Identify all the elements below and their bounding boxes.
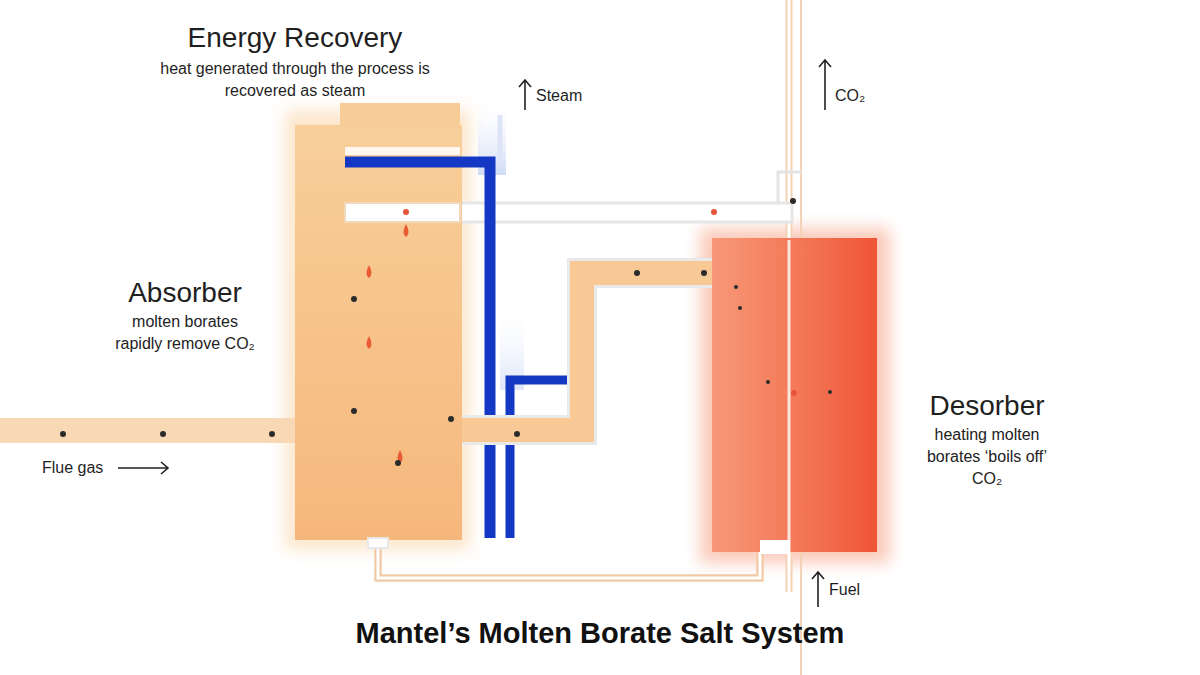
steam-pipe — [460, 162, 490, 538]
steam-coil-highlight — [345, 147, 460, 155]
pipe-shadow — [378, 540, 760, 578]
steam-coil — [345, 157, 462, 168]
vessel-caption: Absorbermolten borates rapidly remove CO… — [100, 277, 270, 355]
steam-pipe-vent — [498, 115, 503, 160]
pipe-body — [378, 540, 760, 578]
absorber-outlet — [368, 538, 388, 548]
section-note: heat generated through the process is re… — [135, 58, 455, 102]
pipe-shadow — [462, 273, 712, 430]
flow-label: CO₂ — [835, 86, 895, 106]
salt-pipe — [462, 273, 712, 430]
flue-gas-duct — [0, 418, 300, 443]
desorber-vessel: Desorberheating molten borates ‘boils of… — [712, 238, 877, 552]
desorber-notch — [760, 540, 790, 554]
vessel-caption: Desorberheating molten borates ‘boils of… — [892, 390, 1082, 490]
absorber-vessel: Absorbermolten borates rapidly remove CO… — [295, 125, 462, 540]
pipe-body — [462, 273, 712, 430]
vessel-name: Absorber — [100, 277, 270, 309]
section-heading: Energy Recovery — [135, 22, 455, 54]
flow-label: Flue gas — [42, 458, 122, 478]
gas-return-pipe-inner — [345, 203, 460, 222]
diagram-title: Mantel’s Molten Borate Salt System — [0, 617, 1200, 650]
vessel-description: molten borates rapidly remove CO₂ — [110, 311, 260, 355]
vessel-description: heating molten borates ‘boils off’ CO₂ — [912, 424, 1062, 490]
borate-droplets — [351, 209, 832, 466]
flow-label: Steam — [536, 86, 606, 106]
desorber-glow — [700, 228, 890, 563]
fuel-line-inner — [788, 240, 791, 552]
vessel-name: Desorber — [892, 390, 1082, 422]
absorber-cap — [340, 103, 460, 127]
flow-label: Fuel — [829, 580, 889, 600]
absorber-glow — [285, 110, 470, 550]
pipe-core — [378, 540, 760, 578]
salt-pipe — [378, 540, 760, 578]
